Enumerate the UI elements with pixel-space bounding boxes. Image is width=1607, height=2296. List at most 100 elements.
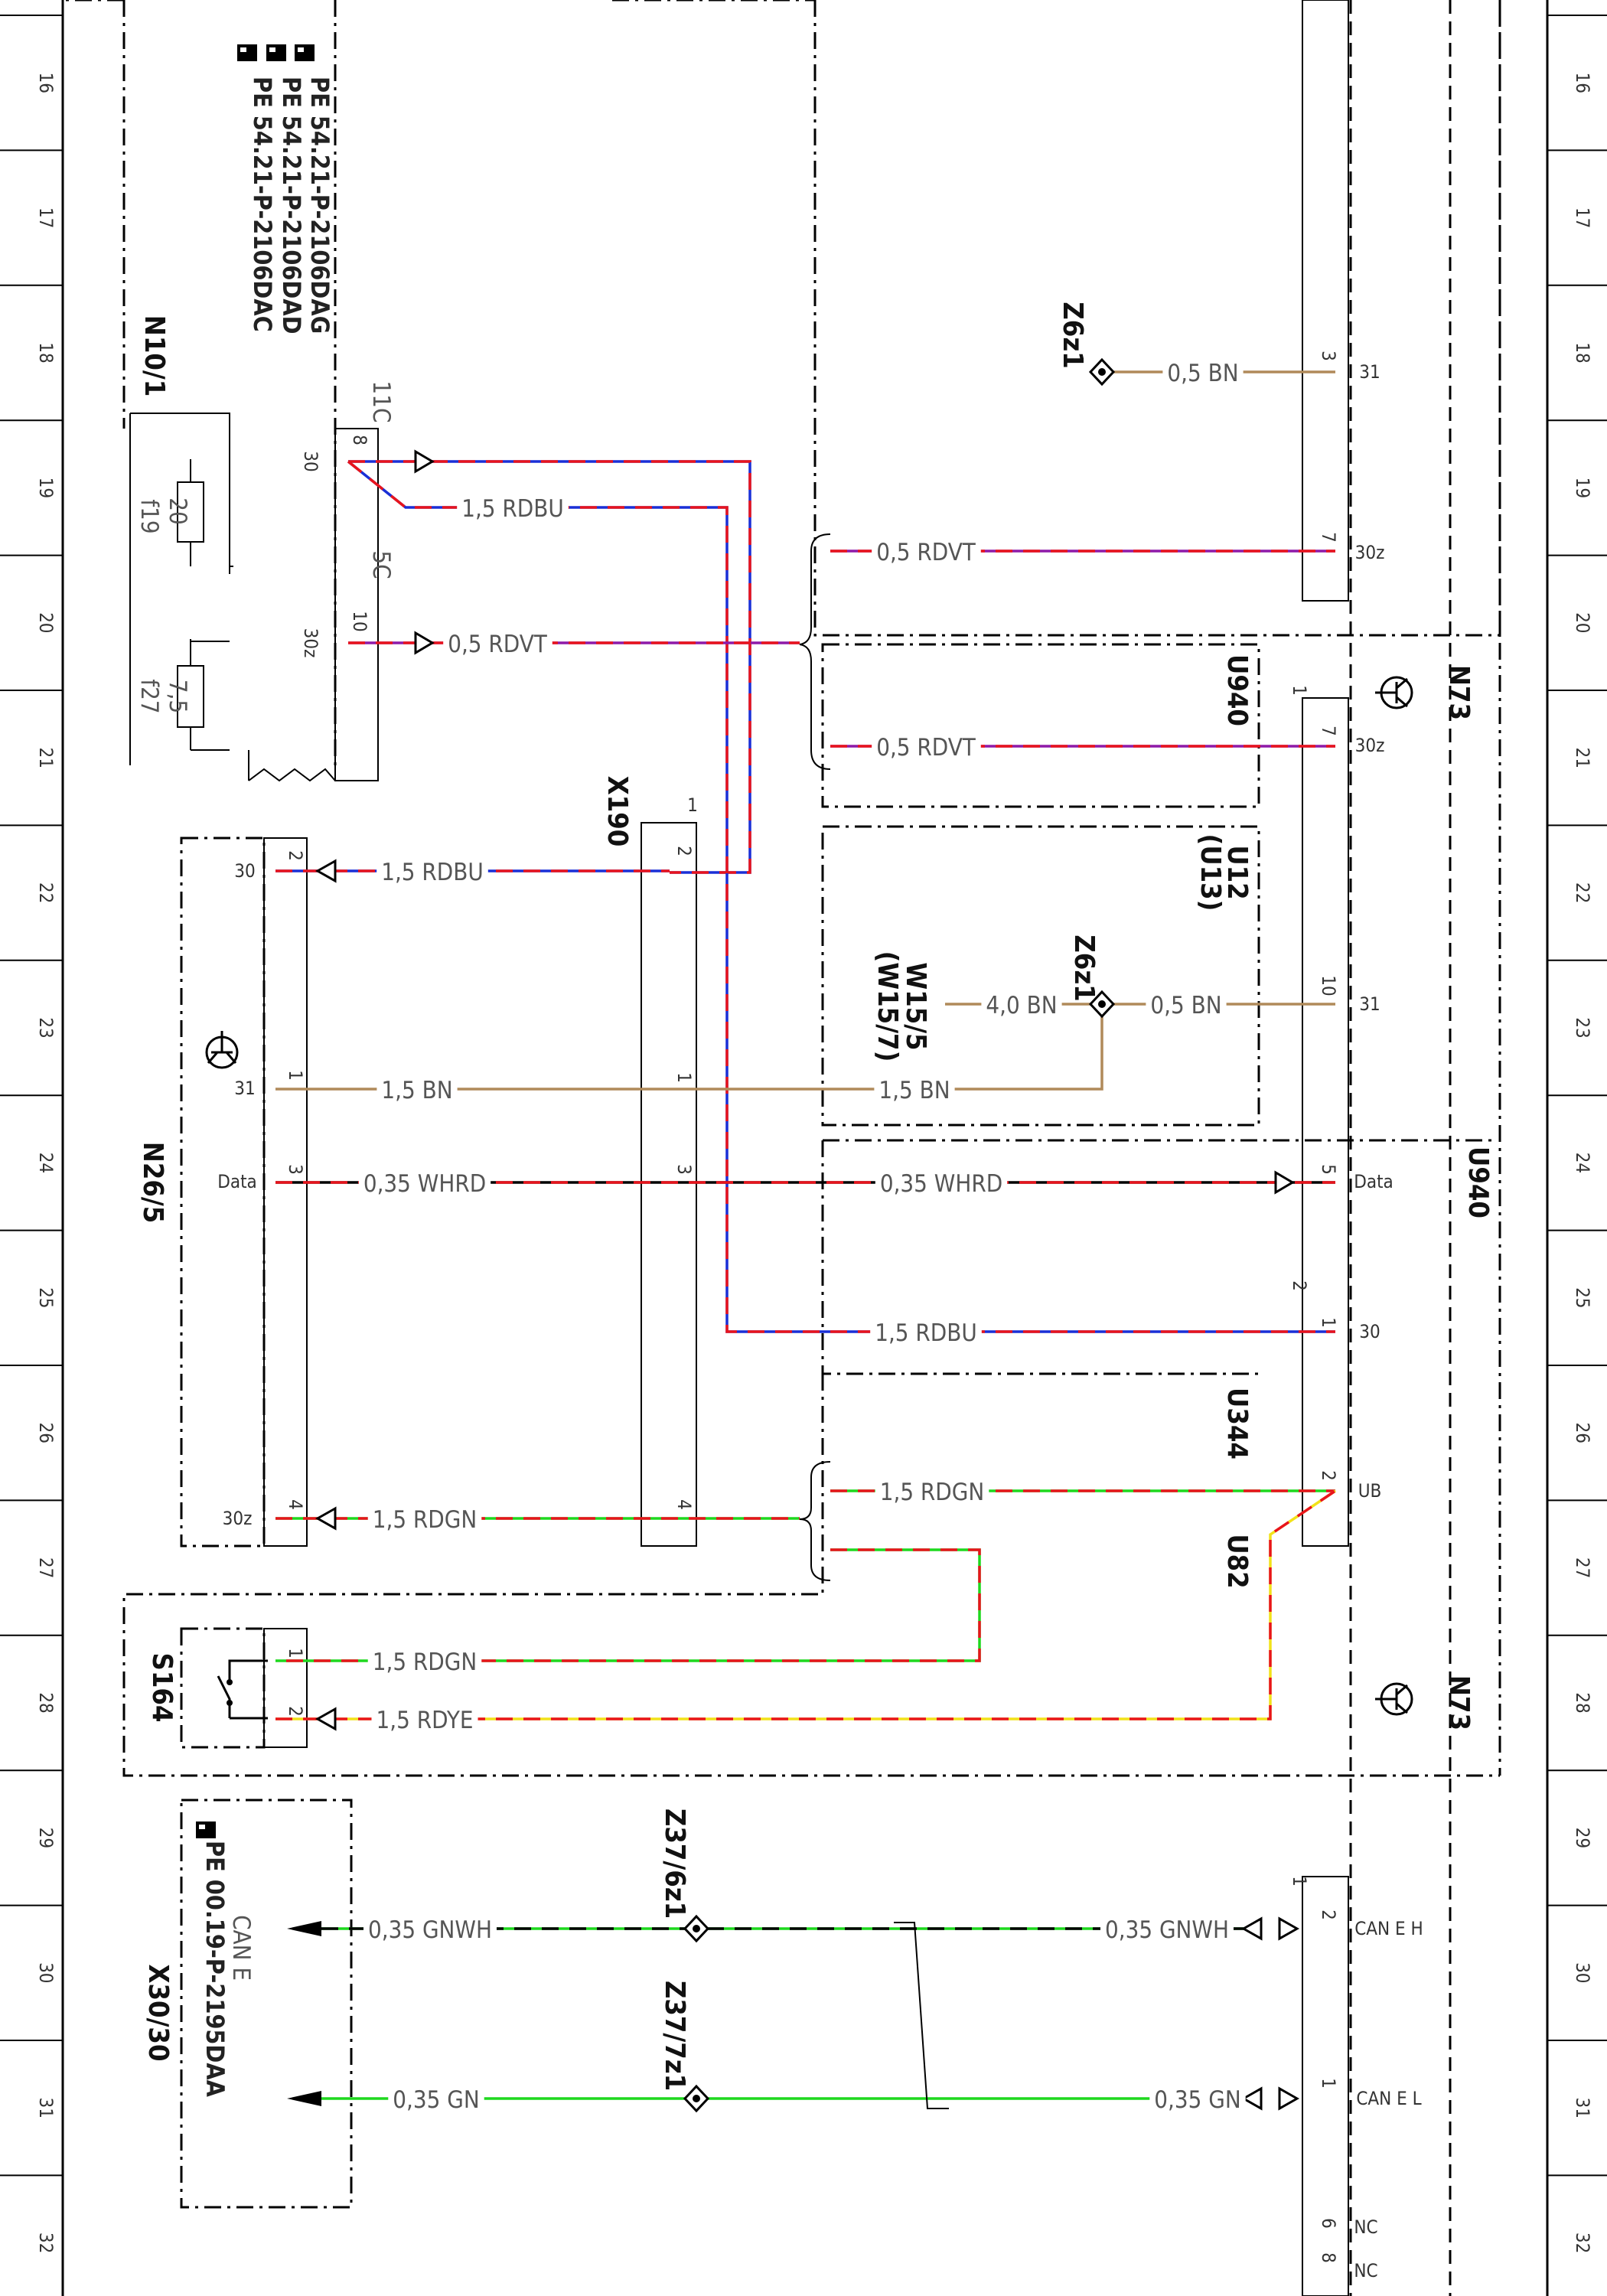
- n73-connector-b: [1302, 697, 1349, 1547]
- reference-pe3: PE 54.21-P-2106DAG: [305, 77, 334, 334]
- label-bn-23-bg: [376, 1075, 458, 1106]
- label-rdgn-26: 1,5 RDGN: [373, 1506, 478, 1534]
- s164-pin-2: 2: [285, 1706, 306, 1717]
- reference-pe-can: PE 00.19-P-2195DAA: [200, 1841, 230, 2098]
- grid-row-number: 29: [35, 1828, 57, 1848]
- n73-pin-31a: 31: [1359, 361, 1380, 383]
- document-reference-icon: [295, 44, 315, 61]
- label-whrd-24: 0,35 WHRD: [363, 1170, 486, 1198]
- f27-label: f27: [135, 679, 163, 713]
- pin-8: 8: [349, 435, 370, 445]
- n73-pin-7b: 7: [1318, 726, 1339, 736]
- label-rdgn-28-bg: [367, 1647, 482, 1678]
- grid-row-number: 28: [35, 1692, 57, 1713]
- label-rdbu-25-bg: [870, 1318, 982, 1349]
- n73-pin-30zb: 30z: [1355, 735, 1385, 756]
- grid-row-number: 22: [35, 882, 57, 903]
- component-u13: (U13): [1195, 834, 1226, 912]
- document-reference-icon: [237, 44, 257, 61]
- f19-label: f19: [135, 499, 163, 533]
- label-rdye-28: 1,5 RDYE: [376, 1707, 474, 1734]
- u940-upper-box: [821, 643, 1260, 808]
- splice-label-z6z1-top: Z6z1: [1057, 302, 1088, 368]
- pin-30: 30: [300, 451, 321, 471]
- arrow-n26-4: [315, 1506, 337, 1531]
- n26-5-box: [180, 837, 266, 1548]
- arrow-can-out-l: [287, 2091, 321, 2106]
- label-rdvt-19-bg: [872, 537, 981, 568]
- grid-row-number: 21: [35, 747, 57, 768]
- top-frame: [813, 0, 1501, 637]
- splice-label-z37-6z1: Z37/6z1: [659, 1808, 690, 1919]
- component-u344: U344: [1221, 1388, 1253, 1459]
- label-rdgn-28: 1,5 RDGN: [373, 1649, 478, 1676]
- n10-1-box: [63, 0, 815, 765]
- n73-pin-8: 8: [1318, 2252, 1339, 2263]
- label-rdgn-26-bg: [367, 1505, 482, 1535]
- n73-pin-31b: 31: [1359, 993, 1380, 1015]
- document-reference-icon: [266, 44, 286, 61]
- n73-pin-3: 3: [1318, 351, 1339, 361]
- arrow-canl: [1240, 2086, 1300, 2111]
- splice-label-z6z1-mid: Z6z1: [1068, 934, 1100, 1001]
- n26-5-pin-2: 2: [285, 850, 306, 861]
- grid-row-number: 16: [35, 72, 57, 93]
- label-rdbu-22: 1,5 RDBU: [381, 859, 484, 886]
- n26-5-pin-30z: 30z: [223, 1508, 253, 1529]
- grid-row-number: 23: [35, 1017, 57, 1038]
- n73-pin-30: 30: [1359, 1321, 1380, 1342]
- label-bn-23c: 4,0 BN: [986, 992, 1057, 1019]
- n73-pin-30za: 30z: [1355, 542, 1385, 563]
- component-n26-5: N26/5: [137, 1142, 168, 1224]
- label-rdvt-19: 0,5 RDVT: [876, 539, 976, 566]
- n73-pin-1d: 1: [1318, 2078, 1339, 2089]
- label-bn-23c-bg: [981, 990, 1062, 1021]
- grid-row-number: 31: [35, 2097, 57, 2118]
- label-gn-right: 0,35 GN: [1154, 2086, 1240, 2114]
- n73-connector-c: [1302, 1876, 1349, 2296]
- label-bn-23d: 0,5 BN: [1150, 992, 1221, 1019]
- grid-row-number: 22: [1572, 882, 1593, 903]
- n73-pin-6: 6: [1318, 2218, 1339, 2229]
- wire-rdbu-19-branch-stripe: [347, 460, 1335, 1333]
- label-gnwh-left: 0,35 GNWH: [368, 1916, 492, 1944]
- splice-z6z1-mid: [1088, 990, 1116, 1019]
- n73-pin-1c: 1: [1289, 1876, 1310, 1887]
- grid-row-number: 18: [35, 342, 57, 363]
- grid-row-number: 30: [1572, 1962, 1593, 1983]
- grid-row-number: 17: [1572, 207, 1593, 228]
- n73-pin-can-e-h: CAN E H: [1354, 1918, 1423, 1939]
- label-bn-18: 0,5 BN: [1167, 360, 1238, 387]
- u344-line: [122, 1374, 1500, 1777]
- switch-s164-icon: [217, 1659, 268, 1720]
- grid-row-number: 24: [35, 1153, 57, 1173]
- label-rdbu-22-bg: [376, 857, 488, 888]
- component-n73-bottom: N73: [1443, 1675, 1475, 1730]
- grid-row-number: 19: [1572, 478, 1593, 498]
- label-rdbu-19: 1,5 RDBU: [461, 495, 564, 523]
- s164-box: [180, 1627, 266, 1749]
- brace-upper: [799, 533, 831, 770]
- n73-connector-a: [1302, 0, 1349, 602]
- grid-row-number: 18: [1572, 342, 1593, 363]
- grid-row-number: 24: [1572, 1153, 1593, 1173]
- grid-row-number: 25: [35, 1287, 57, 1308]
- n10-1-connector: [334, 428, 379, 781]
- wires-layer: [275, 370, 1336, 2100]
- grid-row-number: 28: [1572, 1692, 1593, 1713]
- x190-pin-2: 2: [673, 846, 695, 856]
- label-rdbu-19-bg: [457, 494, 569, 524]
- label-gn-left-bg: [388, 2085, 484, 2115]
- label-rdye-28-bg: [371, 1705, 478, 1736]
- label-rdgn-26b: 1,5 RDGN: [880, 1479, 985, 1506]
- x190-pin-top: 1: [687, 794, 698, 816]
- label-gnwh-right: 0,35 GNWH: [1105, 1916, 1229, 1944]
- label-bn-18-bg: [1162, 358, 1244, 389]
- n73-pin-2b: 2: [1318, 1470, 1339, 1481]
- label-bn-23b: 1,5 BN: [878, 1077, 950, 1104]
- fuse-f27: 7,5 f27: [135, 639, 336, 782]
- label-gn-right-bg: [1149, 2085, 1246, 2115]
- label-rdgn-26b-bg: [875, 1477, 989, 1508]
- n73-pin-2a: 2: [1289, 1280, 1310, 1291]
